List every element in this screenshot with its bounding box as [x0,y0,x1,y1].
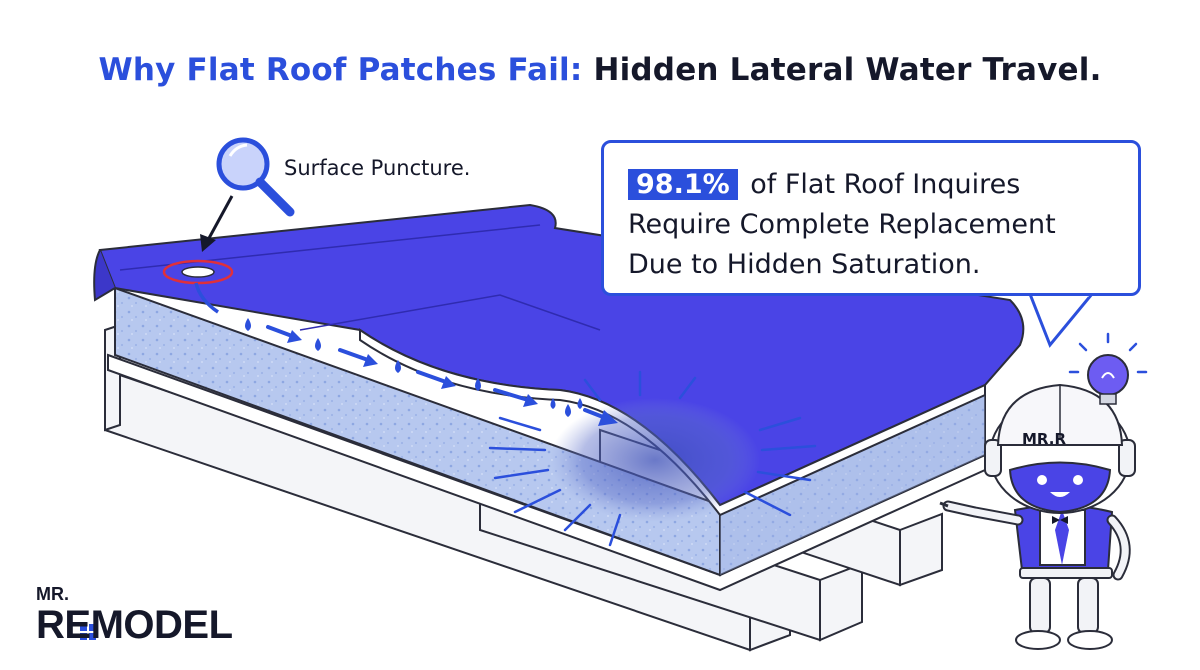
lightbulb-icon [1068,332,1148,405]
mascot-robot [939,383,1136,650]
statistic-callout: 98.1% of Flat Roof Inquires Require Comp… [601,140,1141,296]
water-flow [194,282,618,426]
callout-tail [1027,291,1096,348]
surface-puncture-label: Surface Puncture. [284,156,471,180]
title-main: Hidden Lateral Water Travel. [582,52,1102,88]
saturation-zone [550,398,760,522]
magnifier-icon [216,137,295,217]
title-accent: Why Flat Roof Patches Fail: [98,52,583,88]
insulation-layer [114,286,986,577]
membrane-seam-2 [299,294,601,331]
mascot-helmet-badge: MR.R [1022,430,1067,448]
callout-line-3: Due to Hidden Saturation. [628,249,981,280]
statistic-highlight: 98.1% [628,169,738,200]
saturation-rays [488,370,817,547]
logo-small-text: MR. [36,584,69,604]
page-title: Why Flat Roof Patches Fail: Hidden Later… [0,52,1200,88]
puncture-hole [181,266,215,278]
water-drop-icon [245,318,583,417]
callout-line-2: Require Complete Replacement [628,209,1056,240]
logo-big-text: REMODEL [36,603,233,647]
puncture-ring [162,259,234,285]
logo-grid-mark [80,624,96,640]
brand-logo: MR. REMODEL [36,585,233,647]
pointer-arrow [200,195,234,252]
arrow-icon [266,325,618,426]
callout-text: 98.1% of Flat Roof Inquires Require Comp… [628,165,1056,285]
callout-line-1: 98.1% of Flat Roof Inquires [628,165,1056,205]
callout-line-1-rest: of Flat Roof Inquires [750,169,1021,200]
